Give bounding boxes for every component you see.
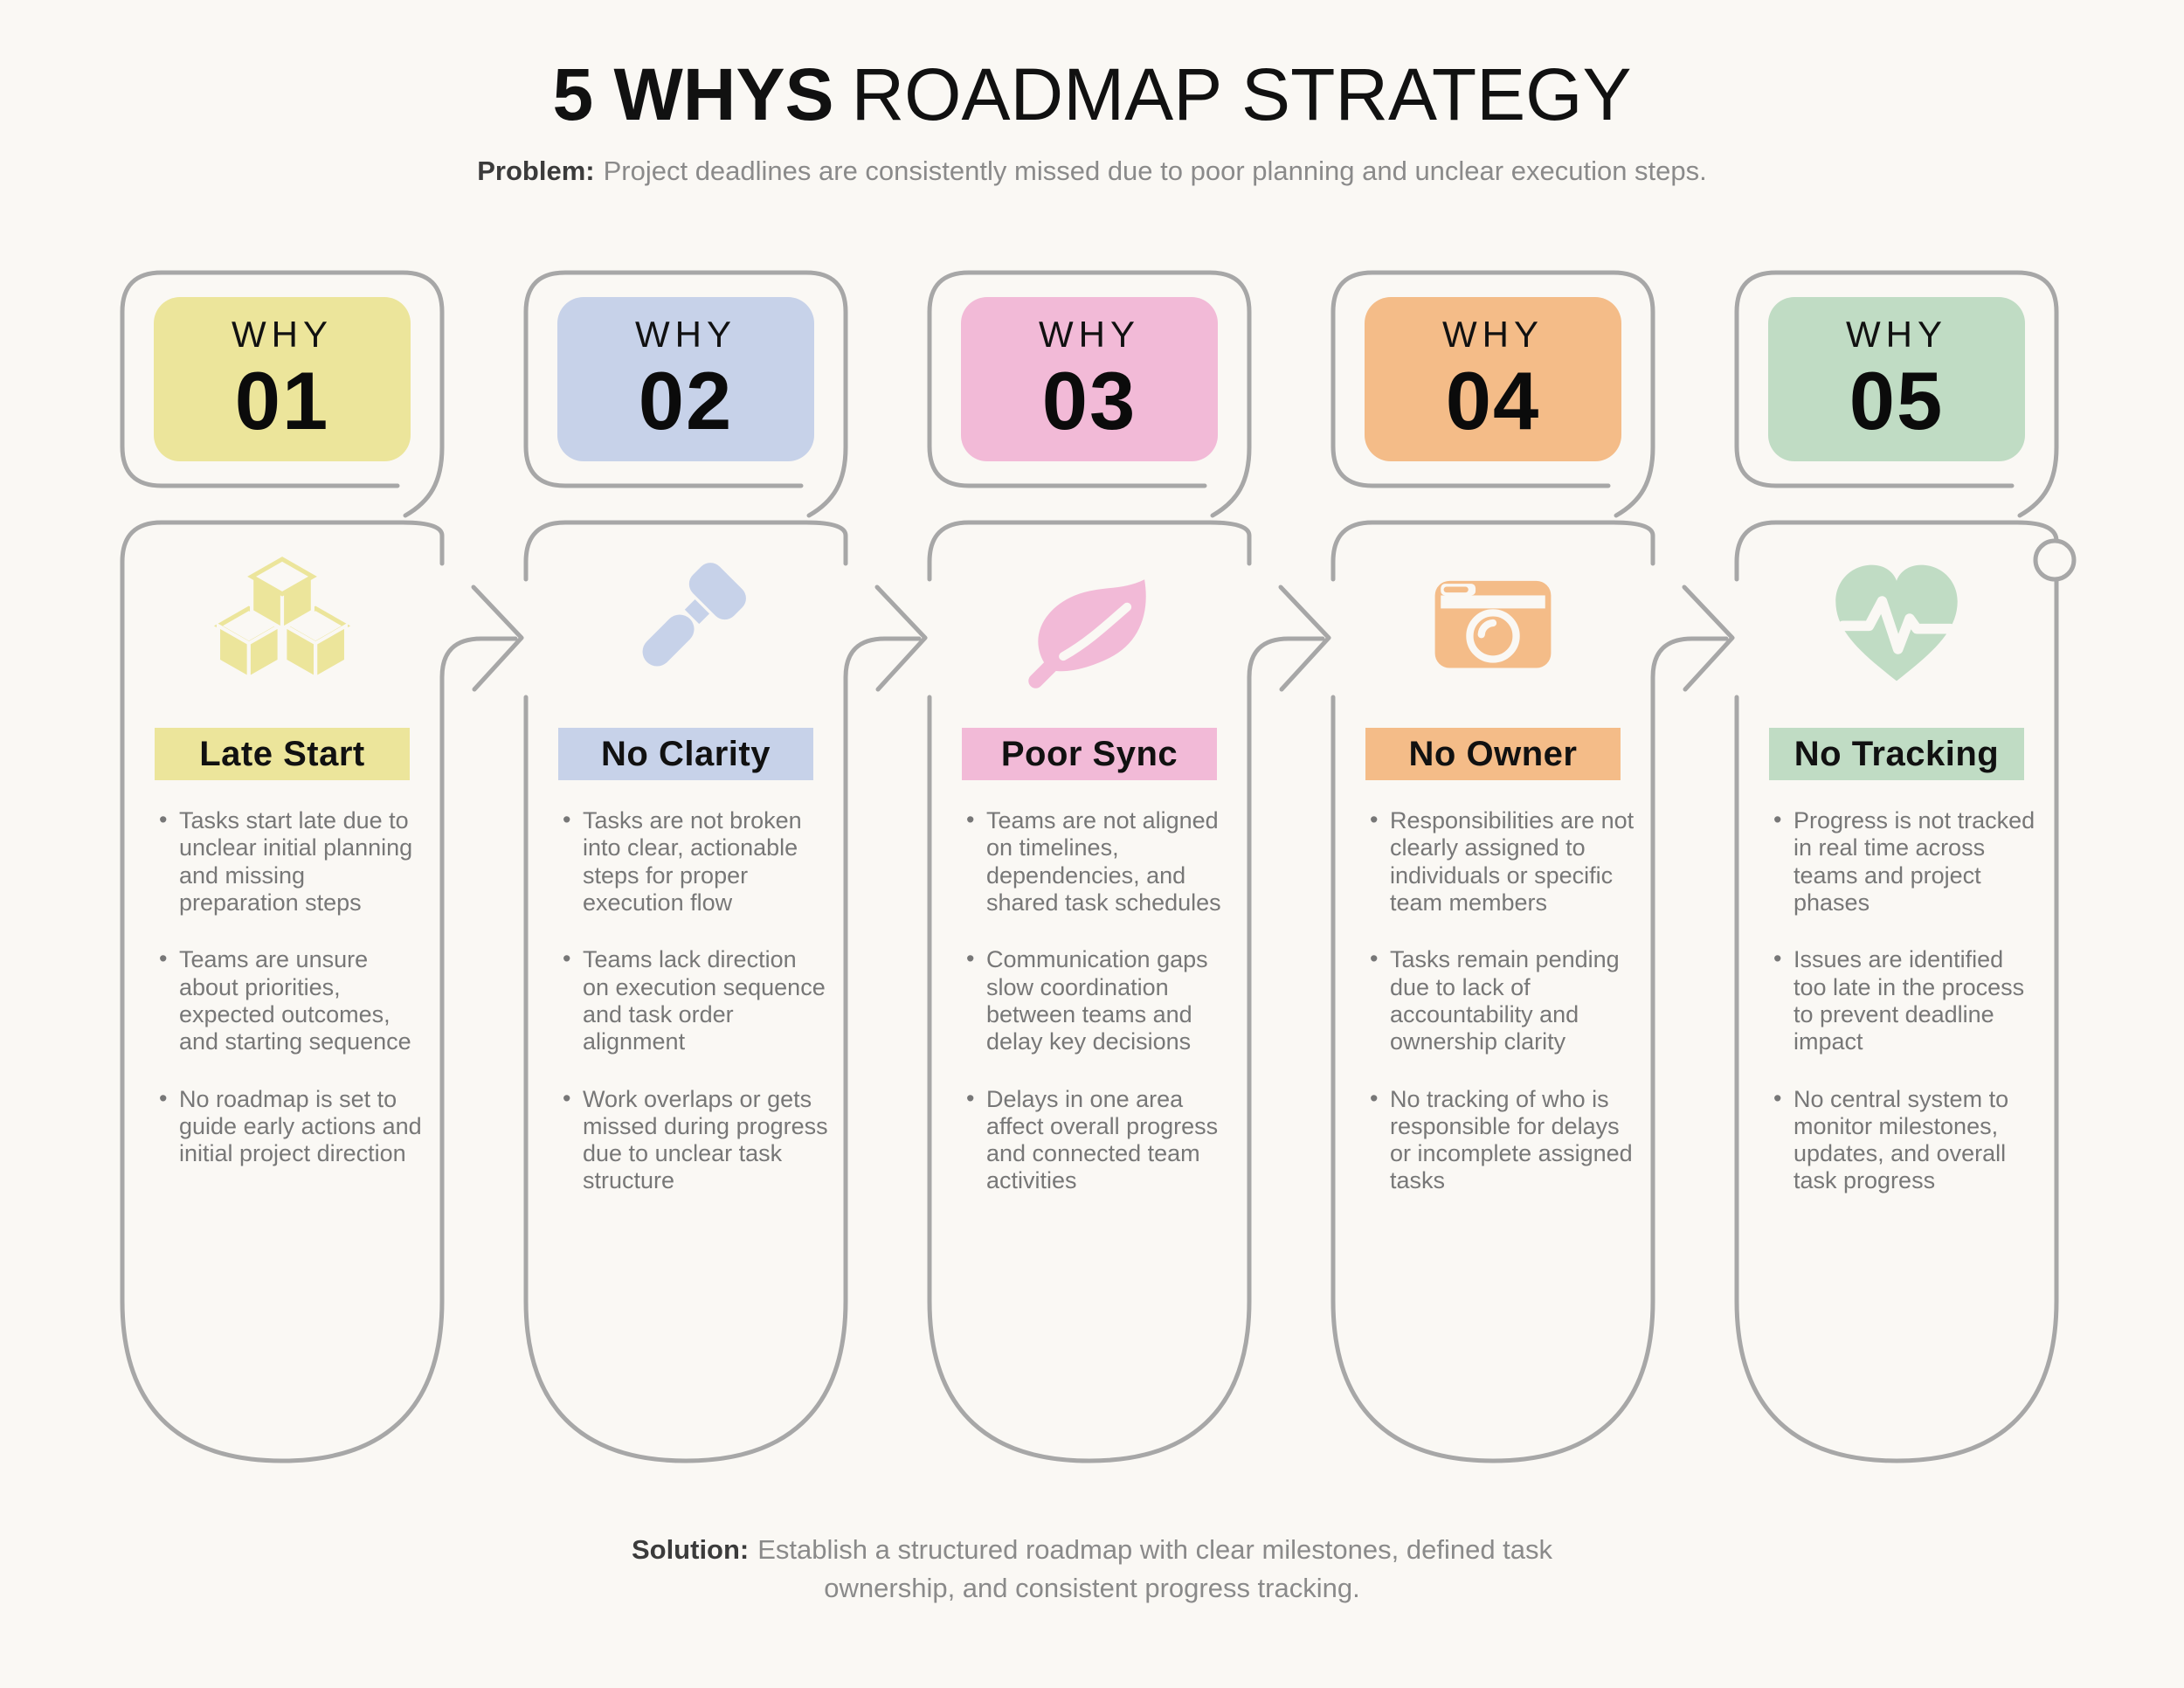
why-column-4: WHY 04 No Owner Responsibilities are not… — [1333, 0, 1653, 1688]
column-title: Late Start — [155, 728, 410, 780]
solution-statement: Solution:Establish a structured roadmap … — [563, 1531, 1621, 1608]
bullet-item: No central system to monitor milestones,… — [1772, 1084, 2039, 1195]
bullet-item: Responsibilities are not clearly assigne… — [1368, 806, 1635, 917]
bullet-item: Tasks remain pending due to lack of acco… — [1368, 945, 1635, 1055]
why-badge-number: 01 — [234, 355, 330, 446]
why-badge-number: 02 — [638, 355, 734, 446]
bullet-item: Issues are identified too late in the pr… — [1772, 945, 2039, 1055]
column-title: No Clarity — [558, 728, 813, 780]
why-column-2: WHY 02 No Clarity Tasks are not broken i… — [526, 0, 846, 1688]
why-badge-number: 04 — [1445, 355, 1541, 446]
why-badge: WHY 01 — [154, 297, 411, 461]
why-badge: WHY 02 — [557, 297, 814, 461]
why-badge: WHY 04 — [1365, 297, 1621, 461]
camera-icon — [1420, 550, 1565, 695]
why-badge-label: WHY — [635, 314, 736, 355]
page-title-rest: ROADMAP STRATEGY — [851, 53, 1632, 135]
bullet-item: Communication gaps slow coordination bet… — [964, 945, 1232, 1055]
why-badge-label: WHY — [1846, 314, 1947, 355]
bullet-list: Teams are not aligned on timelines, depe… — [964, 806, 1232, 1225]
leaf-icon — [1017, 550, 1162, 695]
problem-text: Project deadlines are consistently misse… — [603, 156, 1707, 186]
why-badge: WHY 03 — [961, 297, 1218, 461]
why-badge: WHY 05 — [1768, 297, 2025, 461]
bullet-item: No tracking of who is responsible for de… — [1368, 1084, 1635, 1195]
why-badge-label: WHY — [1442, 314, 1544, 355]
why-badge-label: WHY — [1039, 314, 1140, 355]
column-title: Poor Sync — [962, 728, 1217, 780]
why-badge-label: WHY — [232, 314, 333, 355]
problem-label: Problem: — [477, 156, 595, 186]
bullet-list: Tasks start late due to unclear initial … — [157, 806, 425, 1197]
bullet-item: Progress is not tracked in real time acr… — [1772, 806, 2039, 917]
page-title-bold: 5 WHYS — [552, 53, 834, 135]
why-column-5: WHY 05 No Tracking Progress is not track… — [1737, 0, 2056, 1688]
problem-statement: Problem: Project deadlines are consistent… — [0, 156, 2184, 187]
bullet-item: No roadmap is set to guide early actions… — [157, 1085, 425, 1168]
solution-label: Solution: — [631, 1534, 750, 1565]
bullet-item: Work overlaps or gets missed during prog… — [561, 1084, 828, 1195]
bullet-list: Tasks are not broken into clear, actiona… — [561, 806, 828, 1225]
column-title: No Owner — [1365, 728, 1621, 780]
bullet-item: Teams lack direction on execution sequen… — [561, 945, 828, 1055]
cubes-icon — [210, 550, 355, 695]
bullet-item: Teams are not aligned on timelines, depe… — [964, 806, 1232, 917]
why-badge-number: 03 — [1041, 355, 1137, 446]
gavel-icon — [613, 550, 758, 695]
bullet-list: Responsibilities are not clearly assigne… — [1368, 806, 1635, 1225]
heart-pulse-icon — [1824, 550, 1969, 695]
bullet-item: Tasks are not broken into clear, actiona… — [561, 806, 828, 917]
why-badge-number: 05 — [1849, 355, 1945, 446]
bullet-item: Teams are unsure about priorities, expec… — [157, 945, 425, 1055]
solution-text: Establish a structured roadmap with clea… — [757, 1534, 1553, 1604]
why-column-3: WHY 03 Poor Sync Teams are not aligned o… — [930, 0, 1249, 1688]
column-title: No Tracking — [1769, 728, 2024, 780]
why-column-1: WHY 01 Late Start Tasks start late due t… — [122, 0, 442, 1688]
bullet-item: Tasks start late due to unclear initial … — [157, 806, 425, 917]
bullet-list: Progress is not tracked in real time acr… — [1772, 806, 2039, 1225]
bullet-item: Delays in one area affect overall progre… — [964, 1084, 1232, 1195]
